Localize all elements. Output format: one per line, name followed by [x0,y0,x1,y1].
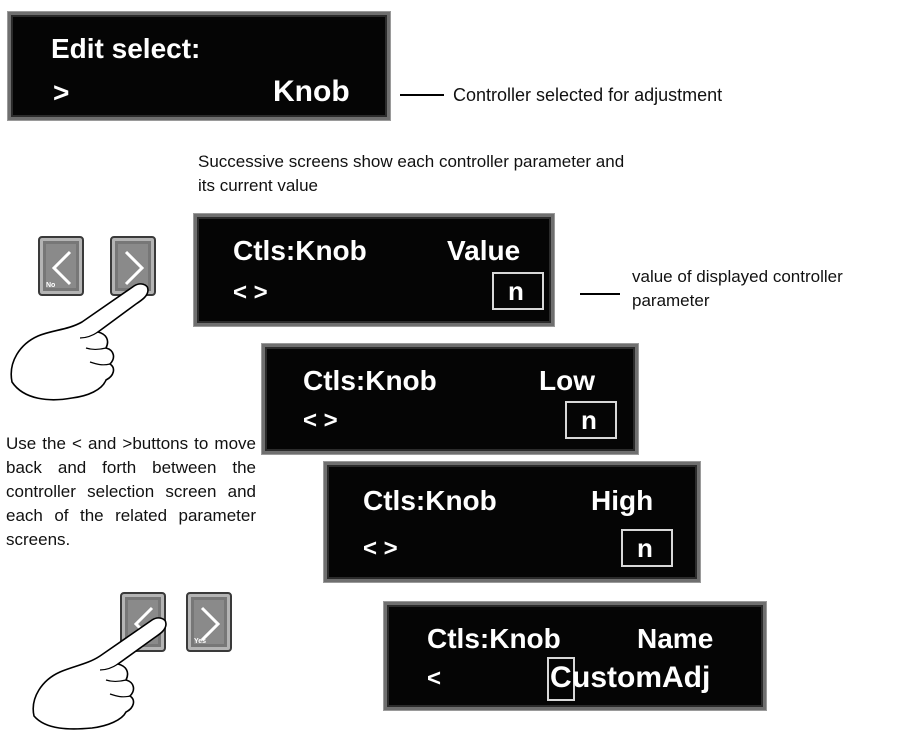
high-screen-value: n [637,533,653,563]
name-screen-cursor-box [547,657,575,701]
pointing-hand-icon [32,617,167,730]
high-screen: Ctls:Knob High < > n [324,462,700,582]
callout-leader-selected [400,94,444,96]
callout-selected-label: Controller selected for adjustment [453,85,723,105]
right-arrow-key-icon [124,250,145,286]
high-screen-param: High [591,485,654,516]
value-screen-value-box: n [492,272,544,310]
low-screen-arrows: < > [303,407,338,434]
pointing-hand-icon [10,283,149,401]
callout-leader-value [580,293,620,295]
edit-select-arrow: > [53,77,70,108]
low-screen-title: Ctls:Knob [303,365,437,396]
high-screen-arrows: < > [363,535,398,562]
name-screen-name-rest: ustomAdj [572,661,711,694]
name-screen-arrows: < [427,665,442,692]
edit-select-value: Knob [273,75,350,108]
low-screen-param: Low [539,365,595,396]
low-screen: Ctls:Knob Low < > n [262,344,638,454]
caption-successive: Successive screens show each controller … [198,152,625,195]
yes-key-caption: Yes [194,638,207,645]
callout-value-label: value of displayed controller parameter [632,267,843,310]
edit-select-screen: Edit select: > Knob [8,12,390,120]
low-screen-value-box: n [565,401,617,439]
name-screen: Ctls:Knob Name < C ustomAdj [384,602,766,710]
no-key-caption: No [46,282,56,289]
name-screen-cursor-char: C [550,661,572,694]
name-screen-title: Ctls:Knob [427,623,561,654]
left-arrow-key-upper[interactable]: No [38,236,84,296]
high-screen-title: Ctls:Knob [363,485,497,516]
right-arrow-key-lower[interactable]: Yes [186,592,232,652]
edit-select-title: Edit select: [51,33,201,64]
value-screen-title: Ctls:Knob [233,235,367,266]
high-screen-value-box: n [621,529,673,567]
value-screen-arrows: < > [233,279,268,306]
value-screen-value: n [508,276,524,306]
value-screen: Ctls:Knob Value < > n [194,214,554,326]
low-screen-value: n [581,405,597,435]
instruction-text: Use the < and >buttons to move back and … [6,434,256,549]
value-screen-param: Value [447,235,521,266]
left-arrow-key-icon [51,250,72,286]
right-arrow-key-icon [200,606,221,642]
name-screen-param: Name [637,623,714,654]
